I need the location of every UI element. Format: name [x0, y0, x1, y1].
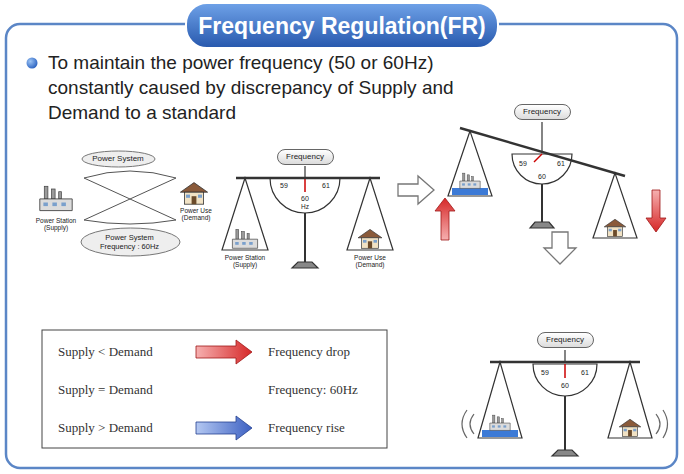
node-text: Frequency	[546, 335, 585, 345]
node-text: Frequency	[286, 152, 325, 162]
dial-number: 60	[561, 382, 569, 390]
dial-number: 60	[301, 195, 309, 203]
node-text: Power System Frequency : 60Hz	[94, 233, 166, 251]
condition-text: Supply < Demand	[58, 344, 153, 360]
dial-number: 61	[322, 182, 330, 190]
node-text: Frequency	[523, 107, 562, 117]
condition-text: Supply = Demand	[58, 382, 153, 398]
frequency-tag: Frequency	[277, 149, 334, 165]
demand-label: Power Use (Demand)	[348, 254, 392, 269]
supply-label: Power Station (Supply)	[223, 254, 267, 269]
supply-label: Power Station (Supply)	[34, 217, 78, 232]
ellipse-shape	[81, 228, 180, 256]
dial-number: 61	[581, 369, 589, 377]
result-text: Frequency rise	[268, 420, 345, 436]
frequency-tag: Frequency	[537, 332, 594, 348]
demand-label: Power Use (Demand)	[176, 207, 216, 222]
ellipse-shape	[82, 151, 155, 167]
title-text: Frequency Regulation(FR)	[198, 13, 486, 40]
frequency-tag: Frequency	[514, 104, 571, 120]
dial-number: 59	[280, 182, 288, 190]
frequency-ellipse: Power System Frequency : 60Hz	[80, 227, 181, 257]
bullet-text: To maintain the power frequency (50 or 6…	[48, 50, 493, 125]
result-text: Frequency: 60Hz	[268, 382, 358, 398]
node-text: Power System	[92, 154, 145, 164]
dial-number: 59	[541, 369, 549, 377]
dial-number: 60	[538, 173, 546, 181]
condition-text: Supply > Demand	[58, 420, 153, 436]
result-text: Frequency drop	[268, 344, 350, 360]
dial-unit: Hz	[301, 203, 309, 211]
dial-number: 59	[519, 160, 527, 168]
dial-number: 61	[557, 160, 565, 168]
system-ellipse: Power System	[81, 150, 156, 168]
